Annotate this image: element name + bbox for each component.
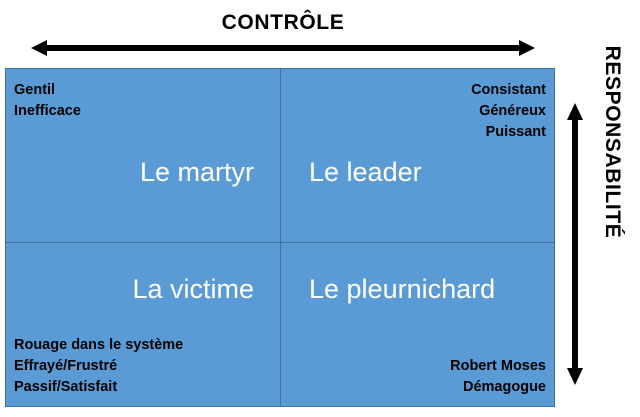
quadrant-title: La victime <box>132 274 254 304</box>
quadrant-top-left[interactable]: Gentil Inefficace Le martyr <box>6 69 280 242</box>
quadrant-title: Le pleurnichard <box>309 274 496 304</box>
horizontal-axis-label: CONTRÔLE <box>221 11 345 34</box>
vertical-axis-label: RESPONSABILITÉ <box>601 45 624 239</box>
double-headed-vertical-arrow-icon <box>564 103 586 385</box>
vertical-divider <box>280 69 281 406</box>
quadrant-traits: Robert Moses Démagogue <box>450 358 546 395</box>
horizontal-divider <box>6 242 554 243</box>
quadrant-traits: Consistant Généreux Puissant <box>471 82 546 140</box>
quadrant-traits: Rouage dans le système Effrayé/Frustré P… <box>14 337 184 395</box>
quadrant-top-right[interactable]: Consistant Généreux Puissant Le leader <box>281 69 554 242</box>
two-by-two-matrix: Gentil Inefficace Le martyr Consistant G… <box>5 68 555 407</box>
quadrant-title: Le martyr <box>139 157 254 187</box>
quadrant-title: Le leader <box>309 157 422 187</box>
quadrant-bottom-right[interactable]: Le pleurnichard Robert Moses Démagogue <box>281 243 554 406</box>
double-headed-horizontal-arrow-icon <box>31 39 535 57</box>
quadrant-bottom-left[interactable]: La victime Rouage dans le système Effray… <box>6 243 280 406</box>
quadrant-traits: Gentil Inefficace <box>14 82 81 119</box>
